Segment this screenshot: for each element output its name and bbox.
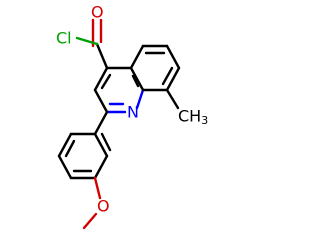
bond-methoxy-oxygen-methyl	[82, 212, 98, 230]
bond-c2-aryl	[93, 110, 109, 136]
ring-nitrogen-label: N	[127, 103, 139, 122]
bond-c3-c4	[93, 66, 109, 92]
bond-ar5-ar6	[57, 132, 73, 158]
chlorine-label: Cl	[56, 29, 72, 48]
bond-c8-methyl	[165, 88, 180, 110]
carbonyl-oxygen-label: O	[91, 3, 104, 22]
bond-c7-c8	[165, 66, 181, 92]
bond-c4a-c8a	[129, 66, 145, 92]
carbonyl-to-ring-bond	[95, 42, 109, 70]
bond-ar5-ar6-inner	[64, 139, 76, 158]
pyridine-ring	[93, 66, 145, 114]
bond-c3-c4-inner	[100, 73, 112, 90]
methyl-label: CH3	[178, 107, 208, 127]
benzo-ring	[129, 44, 181, 110]
bond-c4a-c5	[129, 44, 145, 70]
bond-c8a-n	[135, 88, 145, 110]
acyl-chloride-group	[75, 18, 109, 70]
bond-aryl-methoxy-oxygen	[93, 176, 102, 200]
methoxyphenyl-ring	[57, 110, 112, 180]
bond-ar4-ar5	[57, 154, 73, 180]
methyl-subscript: 3	[201, 114, 208, 127]
bond-ar1-ar2-inner	[100, 132, 112, 152]
bond-c7-c8-inner	[161, 66, 174, 86]
bond-c6-c7	[165, 44, 181, 70]
bond-c8a-c8a-inner	[131, 74, 140, 88]
carbonyl-to-chlorine-bond	[75, 36, 99, 46]
bond-c2-c3	[93, 88, 109, 114]
methoxy-group	[82, 176, 102, 230]
bond-ar1-ar2	[93, 132, 109, 158]
structure-diagram: O Cl N CH3 O	[56, 3, 208, 230]
methoxy-oxygen-label: O	[97, 197, 110, 216]
bond-ar2-ar3	[93, 154, 109, 180]
